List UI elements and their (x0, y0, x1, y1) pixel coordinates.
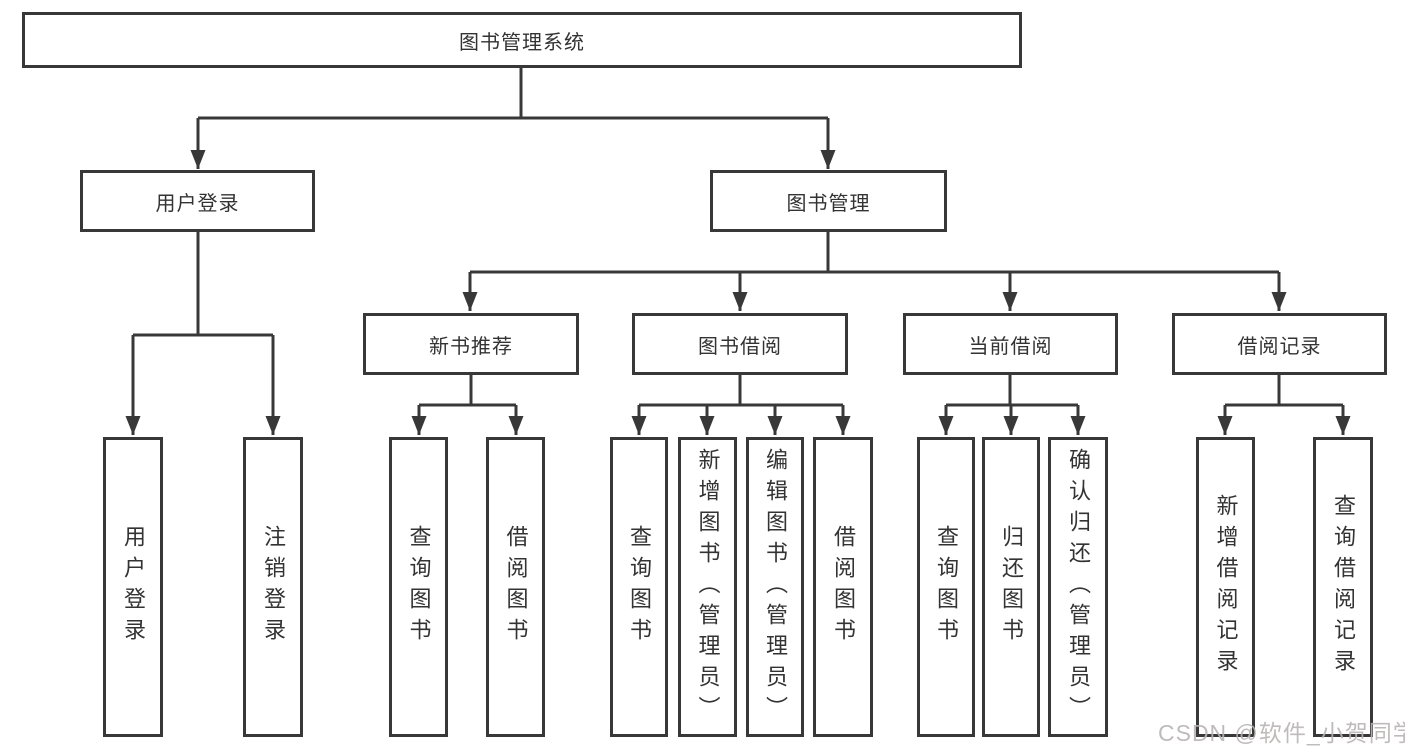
node-book-borrowing-label: 图书借阅 (698, 335, 782, 358)
node-book-borrowing: 图书借阅 (632, 313, 848, 375)
node-borrowing-query-books-label: 查询图书 (627, 525, 652, 649)
node-current-borrowing: 当前借阅 (903, 313, 1118, 375)
node-logout: 注销登录 (243, 437, 303, 737)
node-user-login-label: 用户登录 (155, 192, 240, 215)
node-library-system: 图书管理系统 (22, 12, 1022, 68)
node-new-book-recommend-label: 新书推荐 (429, 335, 513, 358)
node-recommend-borrow-books: 借阅图书 (486, 437, 545, 737)
node-book-management-label: 图书管理 (786, 192, 871, 215)
node-borrowing-query-books: 查询图书 (610, 437, 668, 737)
node-recommend-borrow-books-label: 借阅图书 (503, 525, 529, 649)
node-new-book-recommend: 新书推荐 (363, 313, 579, 375)
node-recommend-query-books-label: 查询图书 (406, 525, 432, 649)
node-confirm-return-admin-label: 确认归还（管理员） (1066, 447, 1091, 727)
node-borrowing-borrow-books: 借阅图书 (813, 437, 873, 737)
node-borrowing-records: 借阅记录 (1172, 313, 1387, 375)
node-borrowing-borrow-books-label: 借阅图书 (831, 525, 856, 649)
node-recommend-query-books: 查询图书 (389, 437, 448, 737)
node-current-borrowing-label: 当前借阅 (968, 335, 1053, 358)
node-do-user-login-label: 用户登录 (121, 525, 146, 649)
node-query-borrow-record: 查询借阅记录 (1313, 437, 1373, 737)
node-add-books-admin: 新增图书（管理员） (678, 437, 737, 737)
node-confirm-return-admin: 确认归还（管理员） (1048, 437, 1108, 737)
node-add-books-admin-label: 新增图书（管理员） (695, 447, 721, 727)
connector-arrows (125, 118, 1351, 435)
node-add-borrow-record: 新增借阅记录 (1196, 437, 1255, 737)
node-do-user-login: 用户登录 (103, 437, 163, 737)
node-current-query-books: 查询图书 (917, 437, 975, 737)
node-logout-label: 注销登录 (261, 525, 286, 649)
node-borrowing-records-label: 借阅记录 (1237, 335, 1322, 358)
node-library-system-label: 图书管理系统 (459, 31, 585, 54)
connector-trunks (133, 66, 1343, 407)
node-book-management: 图书管理 (710, 170, 947, 232)
node-query-borrow-record-label: 查询借阅记录 (1331, 494, 1356, 680)
node-return-books-label: 归还图书 (999, 525, 1024, 649)
node-current-query-books-label: 查询图书 (934, 525, 959, 649)
node-edit-books-admin-label: 编辑图书（管理员） (763, 447, 788, 727)
csdn-watermark: CSDN @软件_小贺同学 (1158, 720, 1405, 746)
node-add-borrow-record-label: 新增借阅记录 (1213, 494, 1239, 680)
node-edit-books-admin: 编辑图书（管理员） (746, 437, 804, 737)
node-return-books: 归还图书 (982, 437, 1040, 737)
node-user-login: 用户登录 (80, 170, 315, 232)
